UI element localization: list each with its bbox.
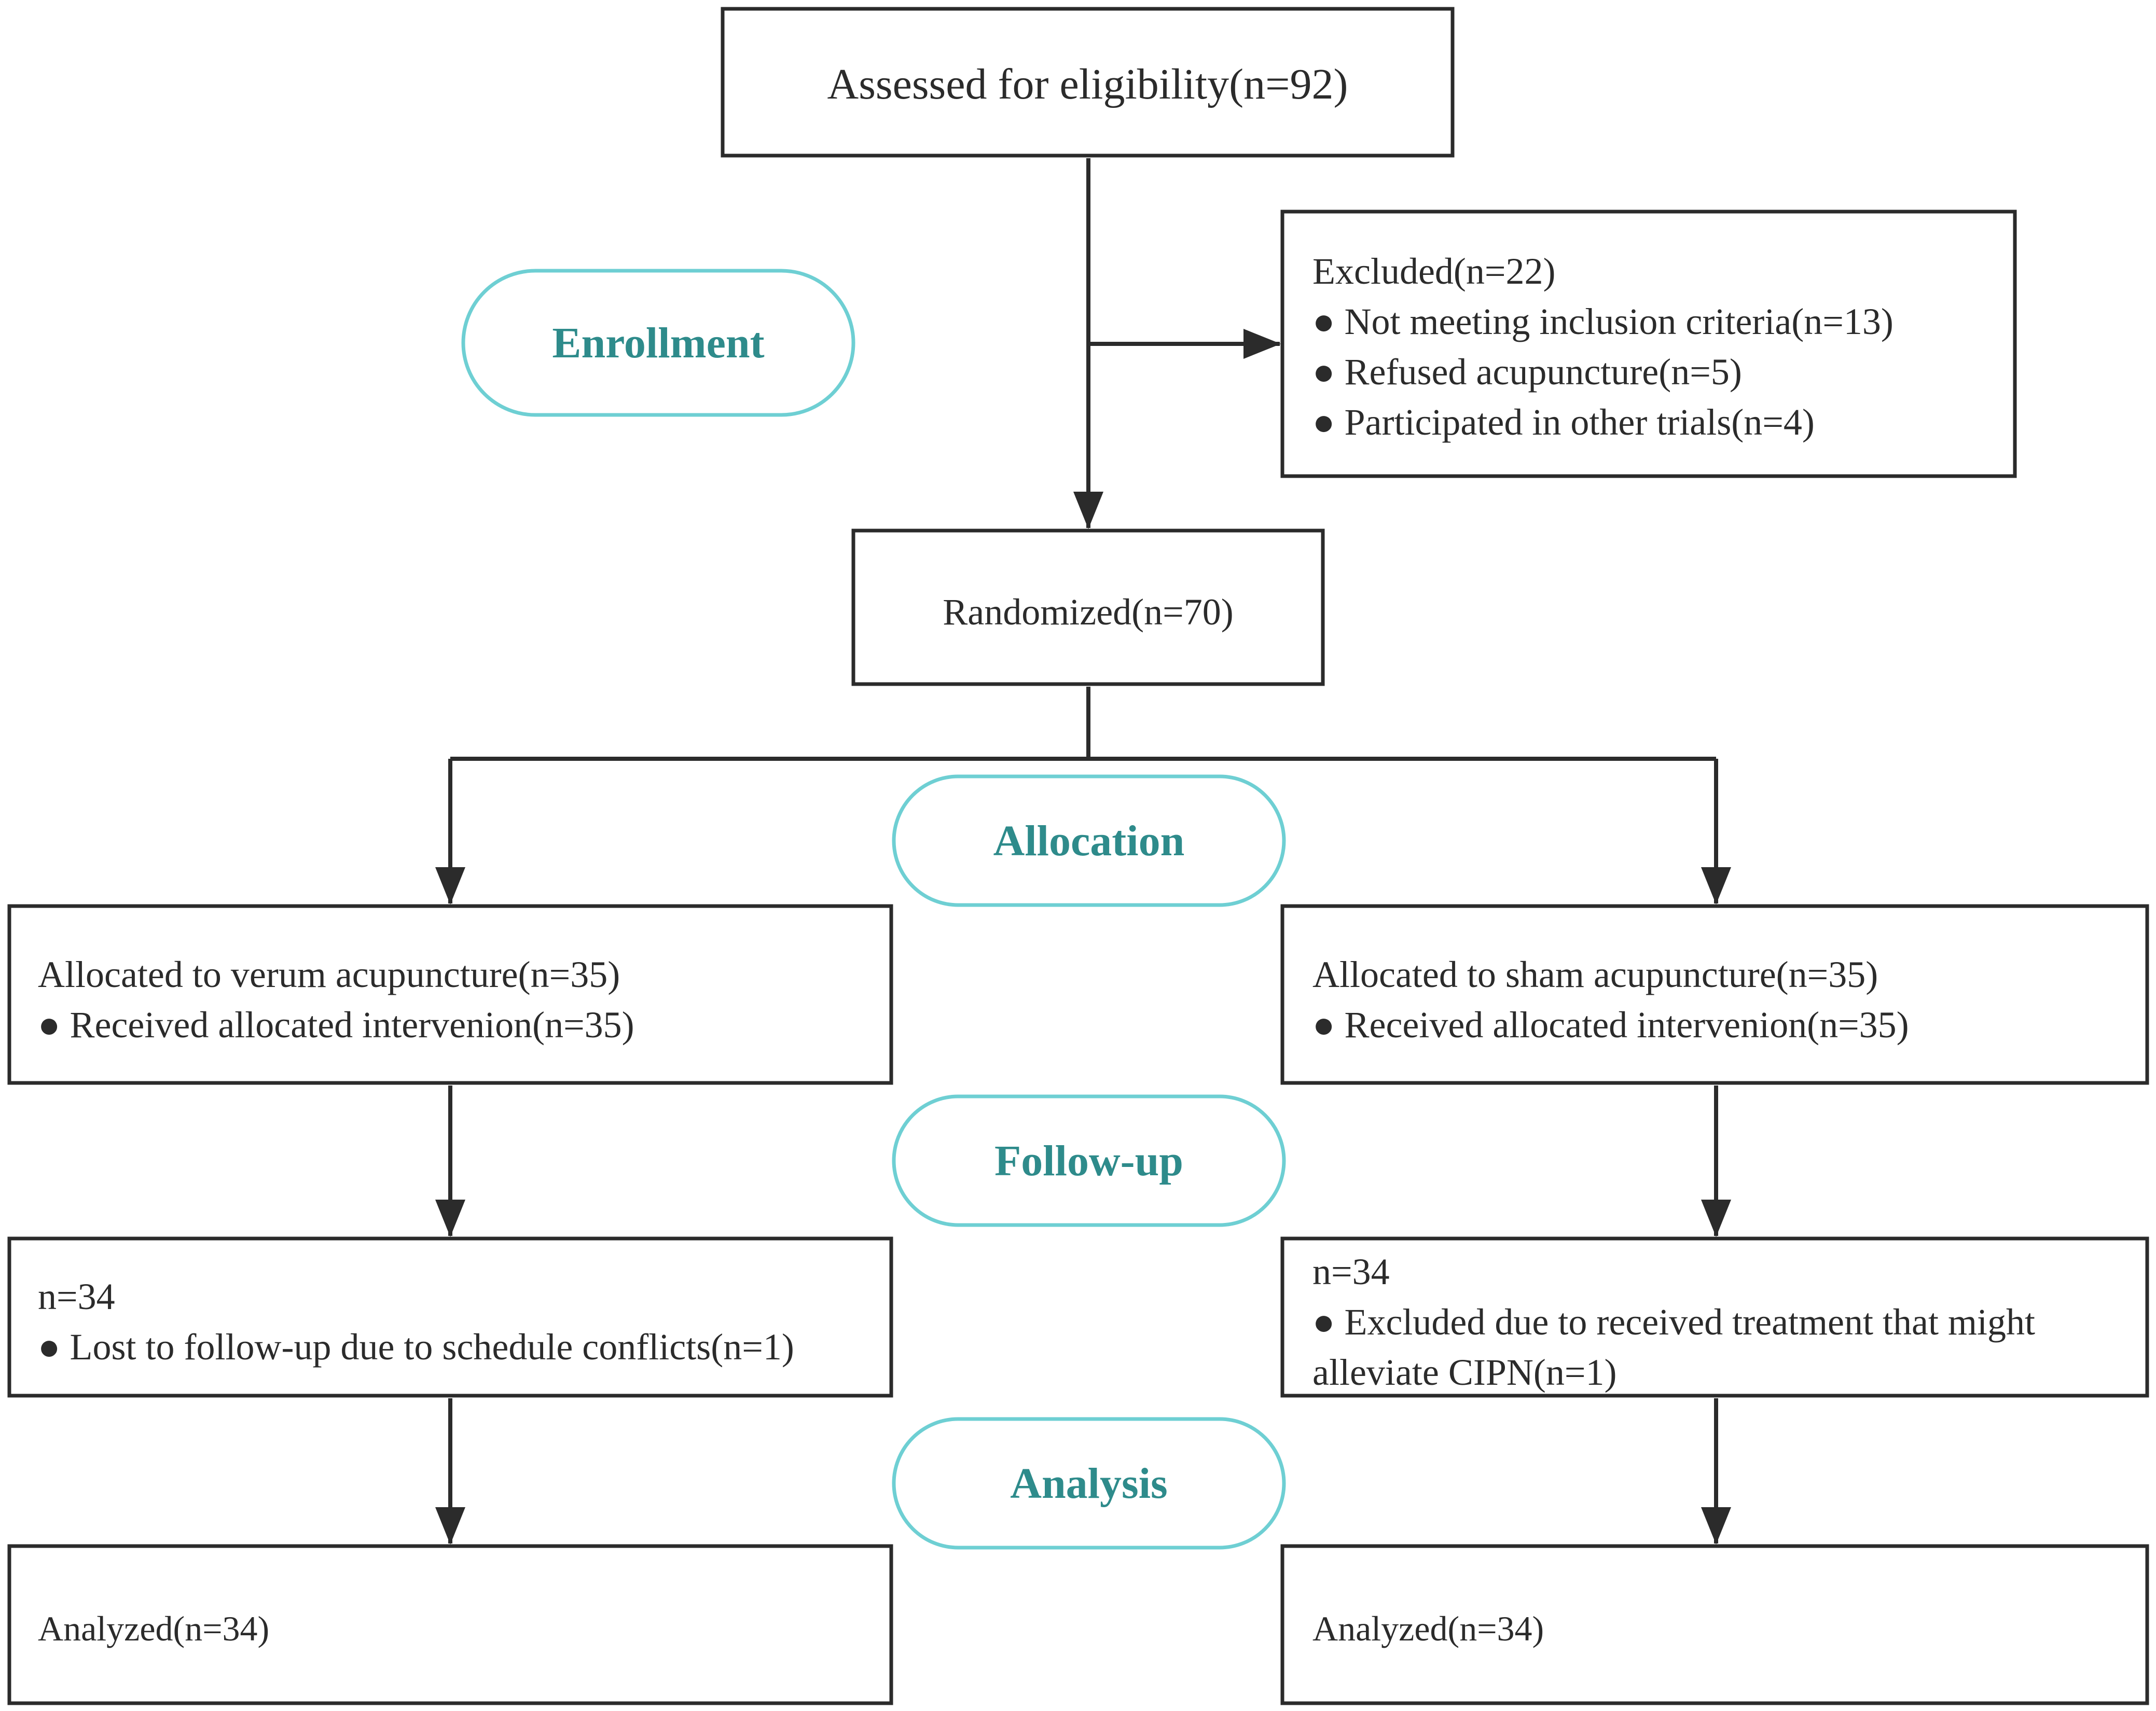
stage-label: Analysis (1010, 1459, 1167, 1508)
stage-follow-up: Follow-up (892, 1094, 1286, 1227)
box-frame (721, 7, 1455, 158)
box-line: ● Lost to follow-up due to schedule conf… (38, 1326, 794, 1368)
stage-pill (892, 1094, 1286, 1227)
box-allocated-verum: Allocated to verum acupuncture(n=35) ● Re… (7, 904, 893, 1085)
box-line: Analyzed(n=34) (1312, 1609, 1544, 1648)
stage-analysis: Analysis (892, 1417, 1286, 1550)
box-analyzed-verum: Analyzed(n=34) (7, 1544, 893, 1705)
box-frame (1280, 1544, 2149, 1705)
box-frame (7, 904, 893, 1085)
stage-label: Follow-up (994, 1137, 1183, 1185)
stage-allocation: Allocation (892, 774, 1286, 907)
box-line: alleviate CIPN(n=1) (1312, 1352, 1616, 1393)
box-line: Randomized(n=70) (943, 591, 1233, 633)
box-frame (1280, 210, 2017, 478)
stage-pill (892, 774, 1286, 907)
box-line: Allocated to verum acupuncture(n=35) (38, 954, 620, 995)
box-frame (1280, 904, 2149, 1085)
stage-pill (461, 269, 855, 417)
box-randomized: Randomized(n=70) (851, 528, 1325, 686)
box-line: Analyzed(n=34) (38, 1609, 269, 1648)
box-frame (7, 1236, 893, 1398)
stage-pill (892, 1417, 1286, 1550)
box-line: n=34 (38, 1276, 115, 1317)
line-randomized-split (450, 687, 1716, 761)
stage-label: Allocation (993, 817, 1185, 865)
box-line: ● Refused acupuncture(n=5) (1312, 351, 1742, 393)
box-line: n=34 (1312, 1251, 1390, 1292)
box-line: ● Received allocated intervenion(n=35) (38, 1004, 634, 1046)
box-frame (851, 528, 1325, 686)
box-line: Excluded(n=22) (1312, 251, 1555, 292)
box-frame (1280, 1236, 2149, 1398)
box-line: Assessed for eligibility(n=92) (827, 60, 1348, 108)
box-analyzed-sham: Analyzed(n=34) (1280, 1544, 2149, 1705)
box-line: ● Participated in other trials(n=4) (1312, 401, 1815, 443)
box-excluded: Excluded(n=22) ● Not meeting inclusion cr… (1280, 210, 2017, 478)
box-allocated-sham: Allocated to sham acupuncture(n=35) ● Rec… (1280, 904, 2149, 1085)
box-frame (7, 1544, 893, 1705)
box-assessed: Assessed for eligibility(n=92) (721, 7, 1455, 158)
box-followup-verum: n=34 ● Lost to follow-up due to schedule … (7, 1236, 893, 1398)
stage-label: Enrollment (552, 319, 764, 367)
box-line: ● Not meeting inclusion criteria(n=13) (1312, 301, 1894, 342)
stage-enrollment: Enrollment (461, 269, 855, 417)
box-followup-sham: n=34 ● Excluded due to received treatment… (1280, 1236, 2149, 1398)
connectors (435, 158, 1731, 1545)
box-line: ● Received allocated intervenion(n=35) (1312, 1004, 1909, 1046)
flow-boxes: Assessed for eligibility(n=92) Excluded(n… (7, 7, 2149, 1705)
box-line: Allocated to sham acupuncture(n=35) (1312, 954, 1878, 995)
box-line: ● Excluded due to received treatment tha… (1312, 1301, 2035, 1343)
